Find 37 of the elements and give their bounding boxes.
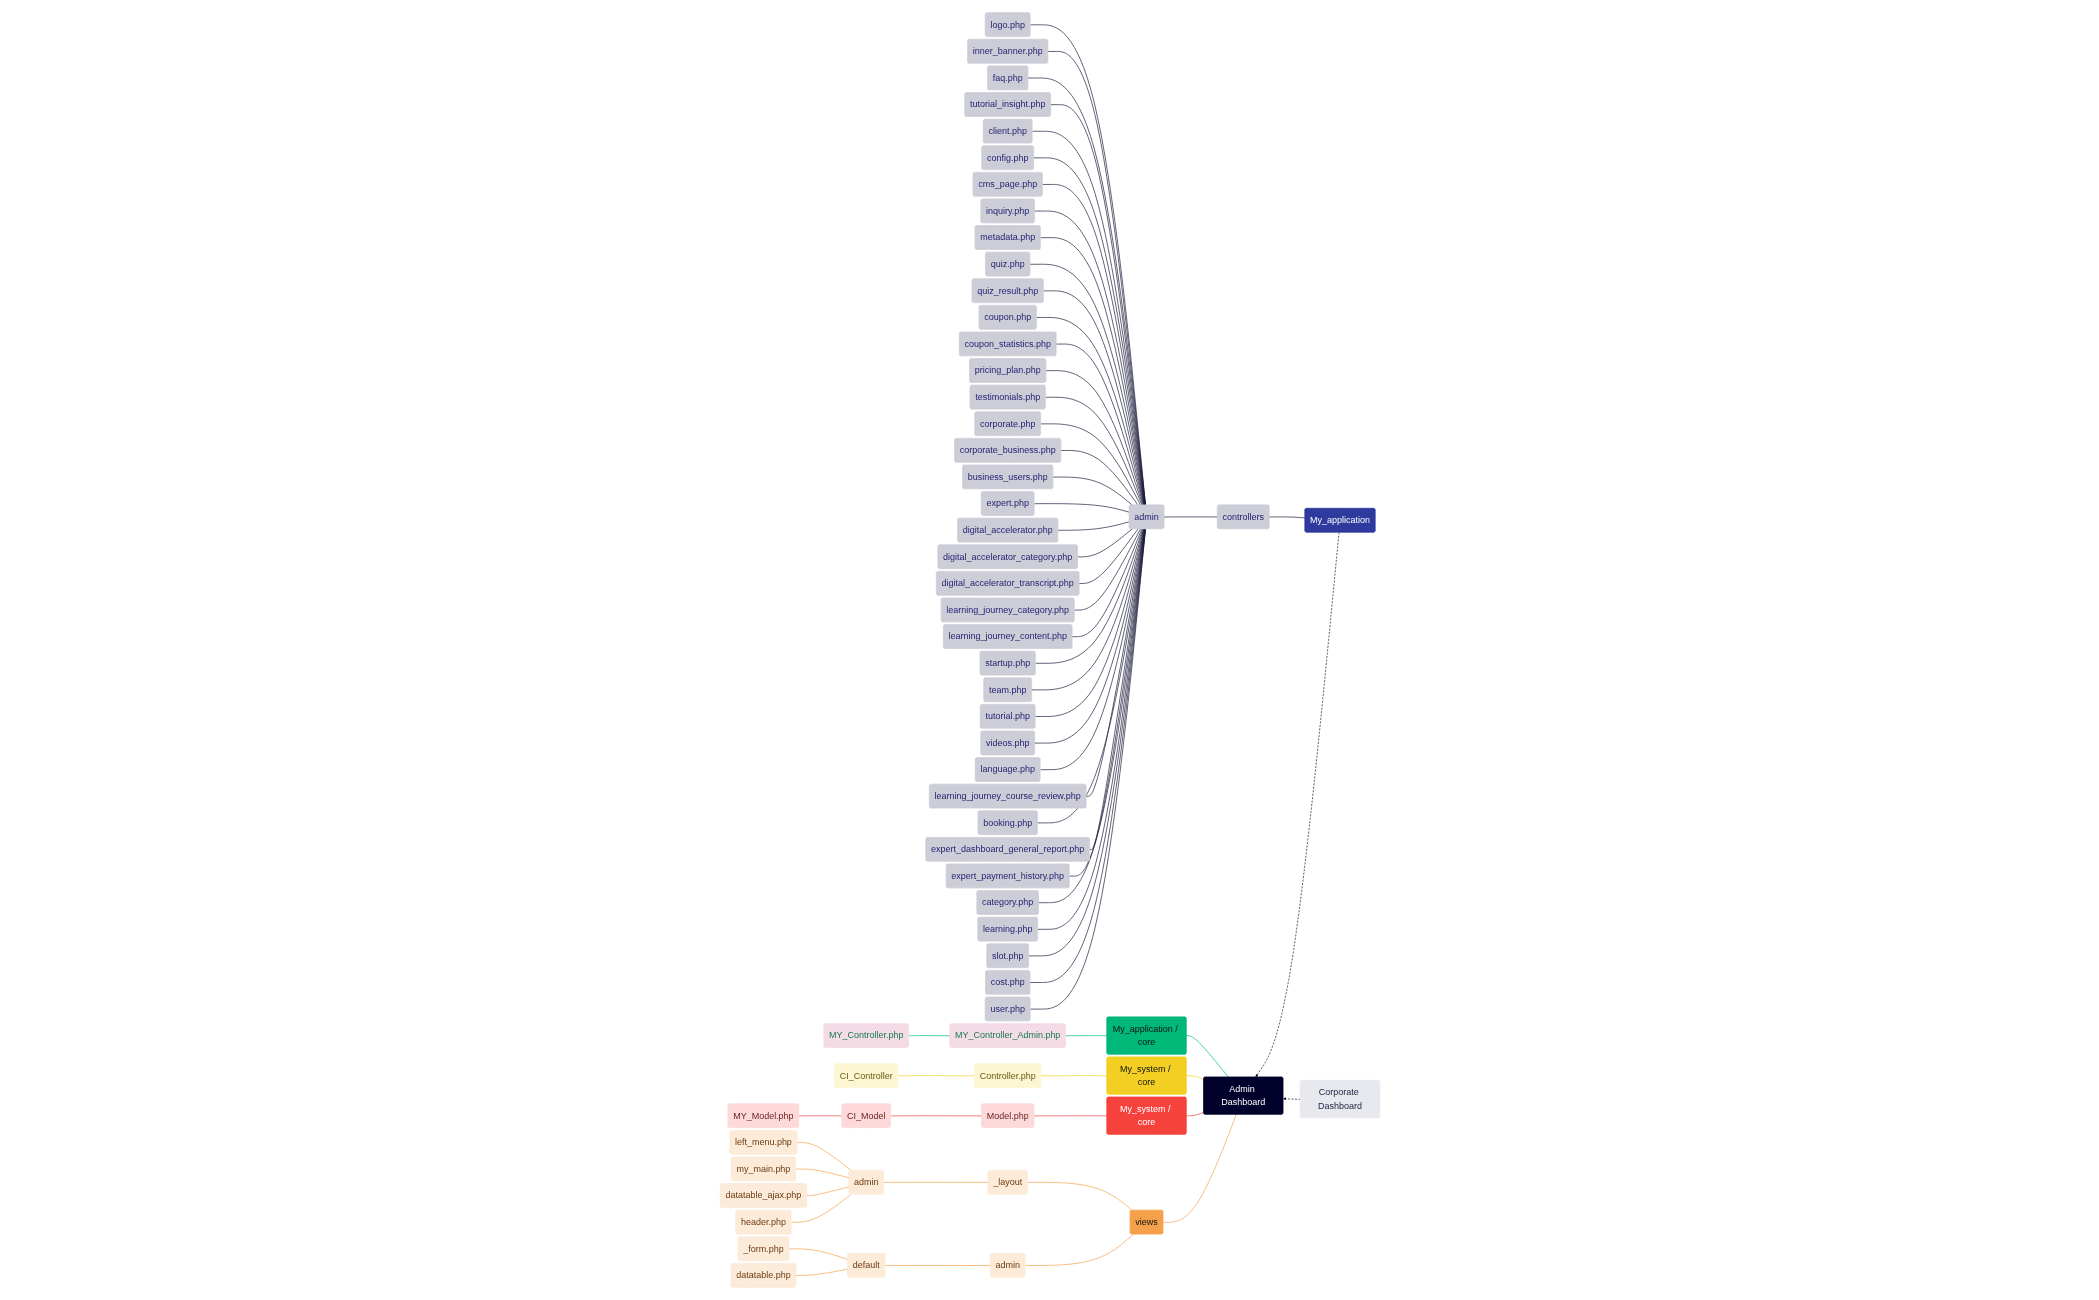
connector — [1029, 263, 1145, 506]
connector — [1030, 528, 1144, 691]
connector — [1036, 528, 1145, 824]
connector — [1044, 396, 1142, 506]
connector — [1076, 528, 1133, 558]
connector — [1185, 1035, 1229, 1078]
connector — [1024, 1233, 1134, 1266]
connector — [1039, 528, 1145, 771]
connector — [790, 1193, 851, 1223]
connector — [1033, 503, 1130, 513]
connector — [1057, 521, 1130, 531]
connector — [1034, 528, 1143, 664]
connector — [884, 1265, 991, 1266]
connector — [1052, 476, 1133, 506]
connector — [1045, 370, 1143, 506]
connector — [1055, 343, 1144, 506]
connector — [1033, 1115, 1107, 1117]
connector — [1064, 1035, 1107, 1037]
connector — [1039, 423, 1141, 506]
connector — [1035, 317, 1144, 506]
connector — [795, 1268, 848, 1276]
connector — [1060, 450, 1138, 506]
connector — [1026, 1182, 1133, 1211]
connector — [882, 1181, 989, 1183]
connector — [796, 1142, 851, 1171]
connector — [1078, 528, 1138, 584]
connector — [1185, 1111, 1204, 1117]
connector — [788, 1248, 848, 1260]
connector — [1042, 290, 1144, 506]
connector — [1068, 528, 1145, 877]
connector — [1162, 1114, 1237, 1223]
connector — [794, 1168, 849, 1179]
connector — [805, 1186, 849, 1197]
connector — [1073, 528, 1141, 611]
connector — [1185, 1075, 1204, 1080]
connector — [1071, 528, 1142, 638]
connector — [1268, 516, 1305, 519]
